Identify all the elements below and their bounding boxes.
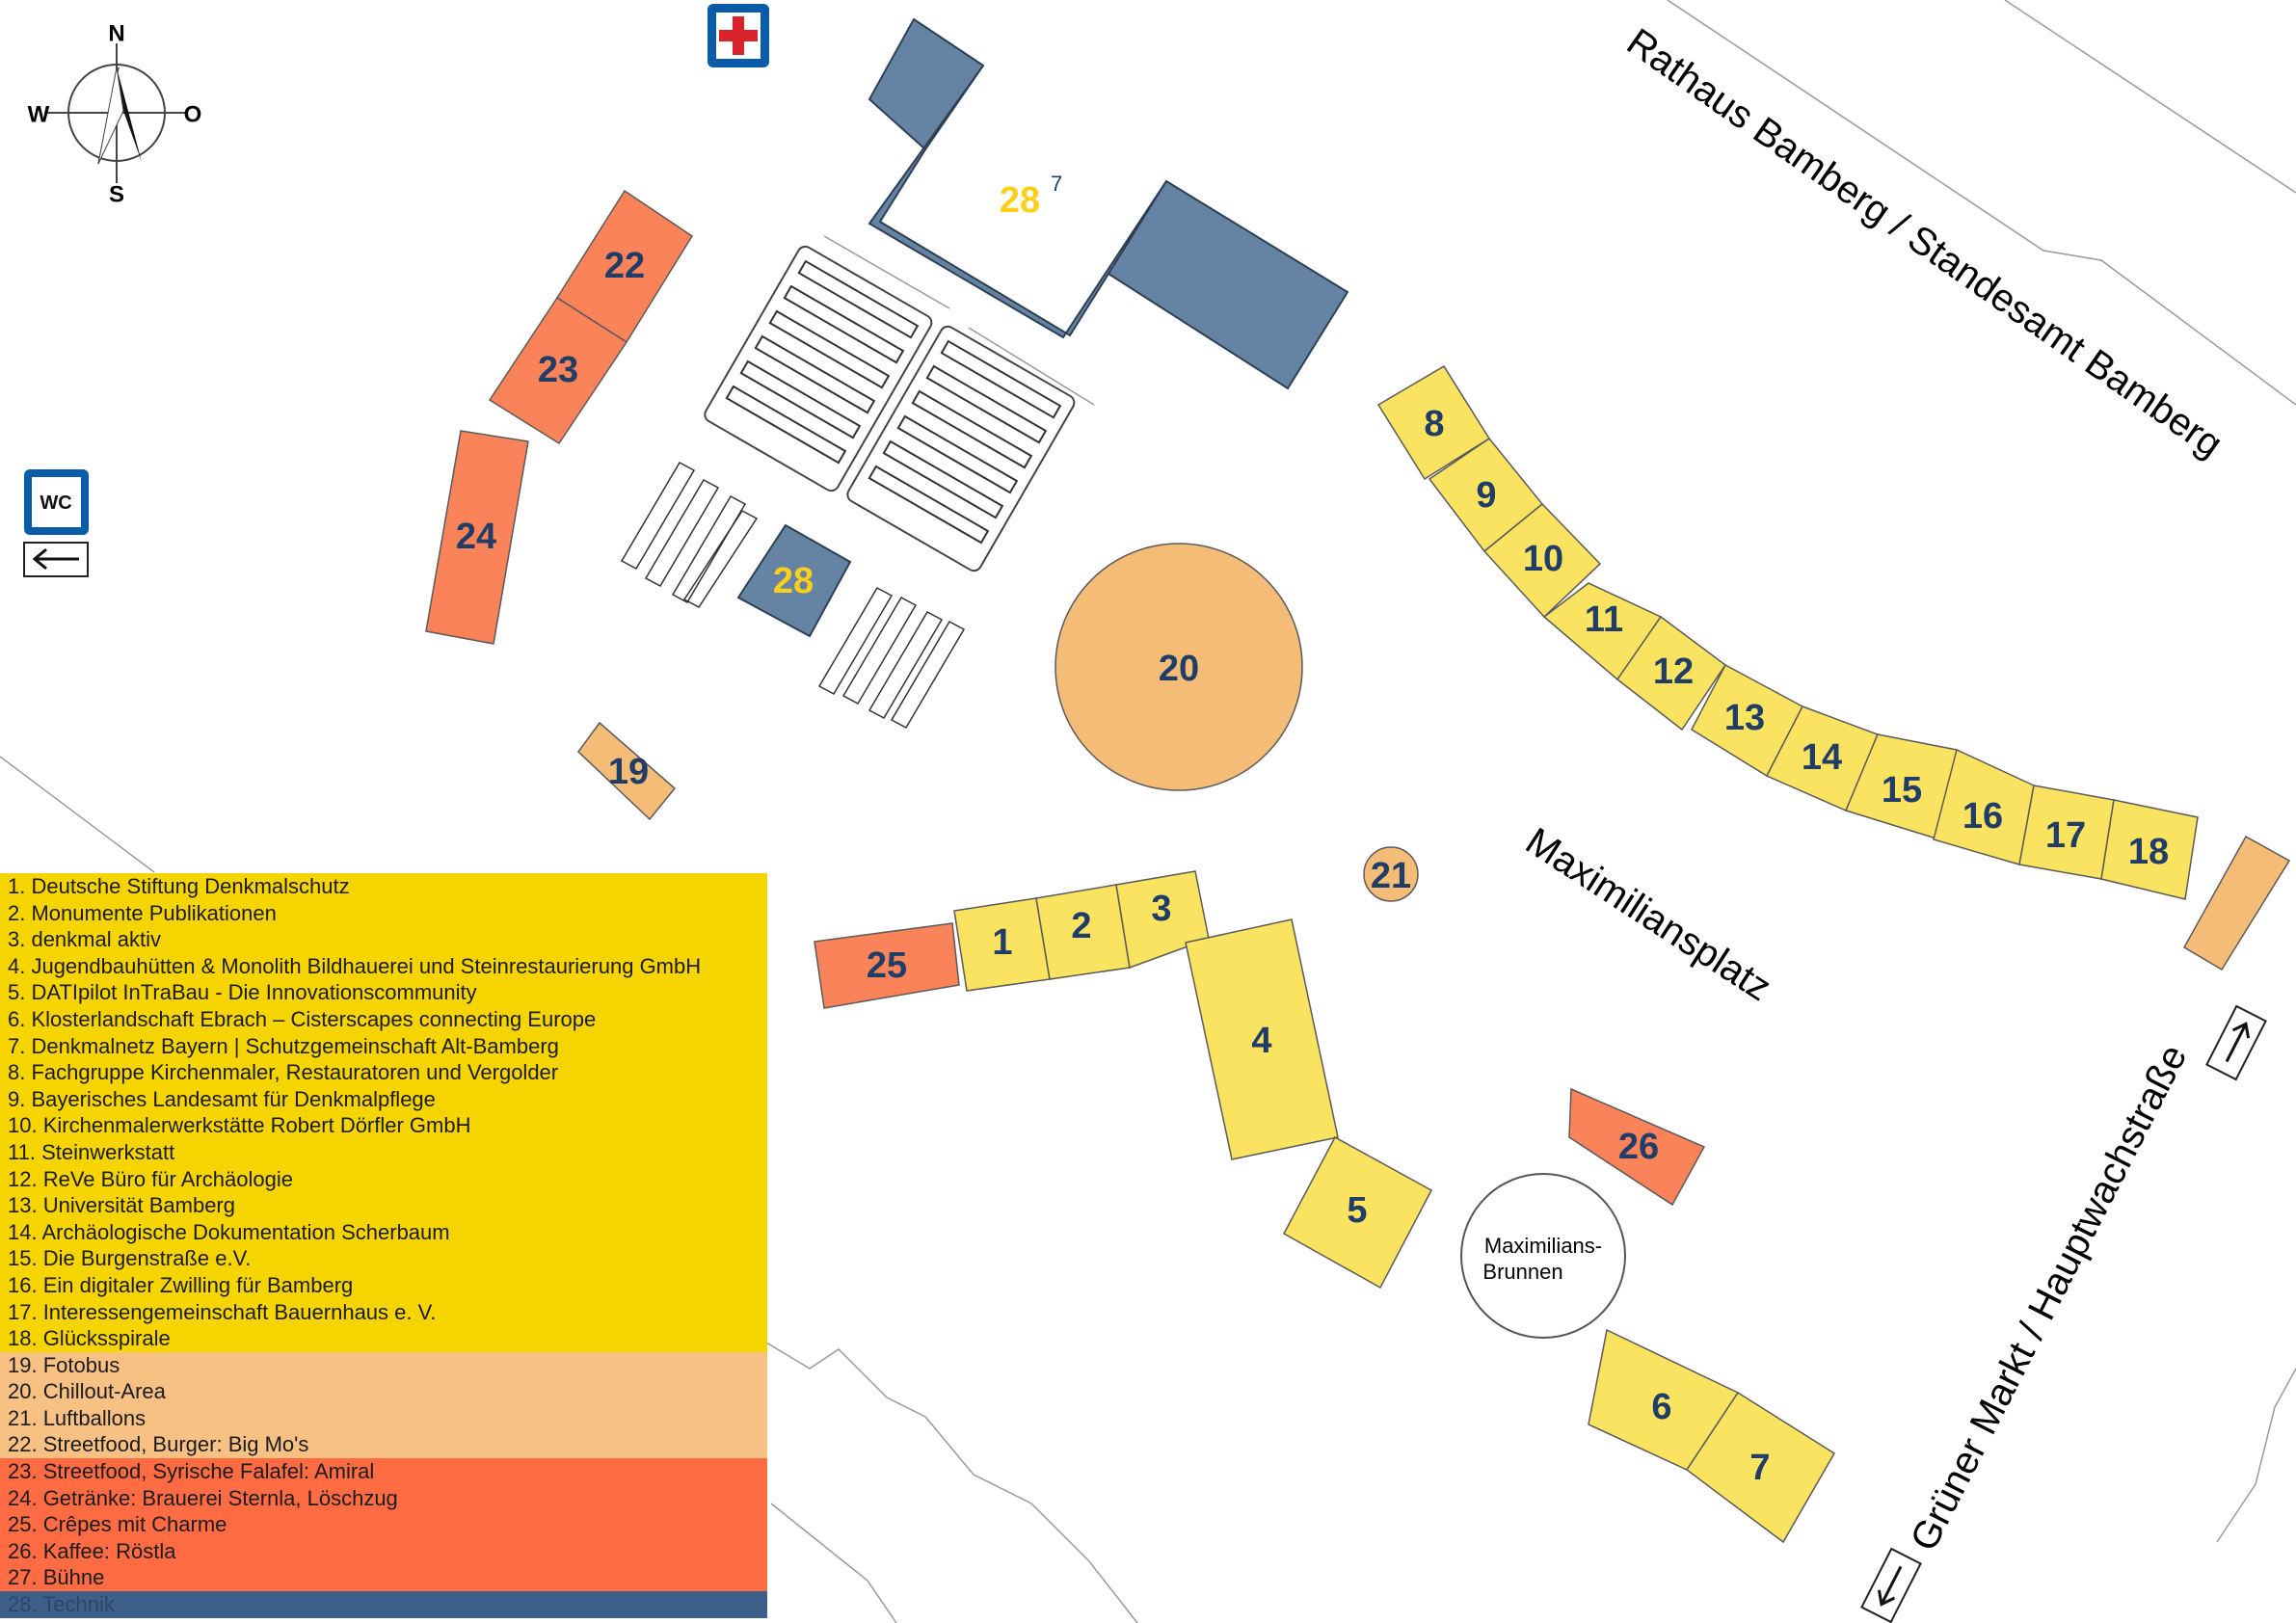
stand-label-22: 22 bbox=[604, 246, 645, 286]
legend-item: 14. Archäologische Dokumentation Scherba… bbox=[0, 1218, 767, 1246]
legend-item: 9. Bayerisches Landesamt für Denkmalpfle… bbox=[0, 1085, 767, 1113]
stand-label-3: 3 bbox=[1151, 889, 1171, 929]
arrow-left-icon bbox=[23, 542, 89, 577]
compass-east: O bbox=[184, 102, 202, 128]
legend-item: 4. Jugendbauhütten & Monolith Bildhauere… bbox=[0, 952, 767, 980]
legend-item: 25. Crêpes mit Charme bbox=[0, 1511, 767, 1538]
street-maximiliansplatz: Maximiliansplatz bbox=[1518, 820, 1778, 1010]
stand-18 bbox=[2100, 799, 2199, 900]
stand-4 bbox=[1185, 918, 1339, 1160]
arrow-up-right-icon bbox=[2205, 1004, 2267, 1081]
stand-label-11: 11 bbox=[1585, 599, 1623, 640]
stand-label-14: 14 bbox=[1802, 737, 1842, 778]
stand-12 bbox=[1615, 615, 1727, 732]
legend-item: 1. Deutsche Stiftung Denkmalschutz bbox=[0, 873, 767, 900]
stand-19 bbox=[577, 721, 677, 821]
stand-label-12: 12 bbox=[1653, 652, 1694, 692]
stand-21 bbox=[1363, 846, 1419, 902]
legend-item: 2. Monumente Publikationen bbox=[0, 899, 767, 927]
legend-item: 18. Glücksspirale bbox=[0, 1325, 767, 1352]
stand-label-21: 21 bbox=[1371, 856, 1411, 896]
stand-label-6: 6 bbox=[1651, 1387, 1671, 1427]
seating-area bbox=[620, 235, 1095, 730]
stand-label-9: 9 bbox=[1476, 475, 1496, 516]
stand-28-small bbox=[736, 523, 852, 638]
fountain-label-2: Brunnen bbox=[1482, 1260, 1562, 1284]
wc-sign-icon: WC bbox=[24, 469, 89, 535]
stand-label-1: 1 bbox=[992, 922, 1012, 963]
legend-item: 20. Chillout-Area bbox=[0, 1378, 767, 1405]
legend-item: 16. Ein digitaler Zwilling für Bamberg bbox=[0, 1271, 767, 1299]
legend-item: 26. Kaffee: Röstla bbox=[0, 1537, 767, 1565]
legend-item: 15. Die Burgenstraße e.V. bbox=[0, 1245, 767, 1272]
stand-20 bbox=[1055, 543, 1303, 791]
legend-item: 3. denkmal aktiv bbox=[0, 926, 767, 953]
stand-label-19: 19 bbox=[608, 752, 649, 792]
stand-label-13: 13 bbox=[1724, 698, 1765, 738]
legend-item: 10. Kirchenmalerwerkstätte Robert Dörfle… bbox=[0, 1112, 767, 1139]
first-aid-cross-icon bbox=[707, 4, 769, 67]
legend-item: 17. Interessengemeinschaft Bauernhaus e.… bbox=[0, 1298, 767, 1326]
stand-label-28-small: 28 bbox=[773, 561, 814, 601]
maximilians-brunnen bbox=[1460, 1173, 1626, 1339]
stand-label-15: 15 bbox=[1882, 770, 1922, 811]
legend-item: 7. Denkmalnetz Bayern | Schutzgemeinscha… bbox=[0, 1032, 767, 1060]
legend-item: 22. Streetfood, Burger: Big Mo's bbox=[0, 1431, 767, 1459]
stands bbox=[425, 17, 2291, 1544]
legend-item: 12. ReVe Büro für Archäologie bbox=[0, 1165, 767, 1193]
stand-27 bbox=[2182, 835, 2291, 971]
stand-label-8: 8 bbox=[1424, 404, 1444, 444]
stand-label-18: 18 bbox=[2128, 832, 2169, 872]
stand-23 bbox=[488, 296, 628, 445]
stand-5 bbox=[1282, 1135, 1433, 1290]
stand-label-5: 5 bbox=[1347, 1190, 1367, 1231]
compass-north: N bbox=[108, 21, 124, 47]
stand-10 bbox=[1482, 502, 1602, 619]
stand-label-4: 4 bbox=[1251, 1021, 1271, 1061]
legend-item: 24. Getränke: Brauerei Sternla, Löschzug bbox=[0, 1484, 767, 1512]
stand-label-2: 2 bbox=[1071, 906, 1091, 946]
stand-label-10: 10 bbox=[1523, 539, 1563, 579]
fountain-label-1: Maximilians- bbox=[1484, 1234, 1602, 1258]
legend-item: 28. Technik bbox=[0, 1591, 767, 1618]
stand-label-26: 26 bbox=[1618, 1127, 1659, 1167]
legend-item: 19. Fotobus bbox=[0, 1351, 767, 1379]
legend-item: 13. Universität Bamberg bbox=[0, 1192, 767, 1219]
street-rathaus: Rathaus Bamberg / Standesamt Bamberg bbox=[1619, 20, 2230, 466]
stand-label-17: 17 bbox=[2045, 815, 2086, 856]
compass-south: S bbox=[109, 182, 124, 208]
legend-item: 27. Bühne bbox=[0, 1564, 767, 1592]
legend-item: 8. Fachgruppe Kirchenmaler, Restauratore… bbox=[0, 1059, 767, 1086]
street-gruener-markt: Grüner Markt / Hauptwachstraße bbox=[1903, 1038, 2196, 1557]
legend-item: 11. Steinwerkstatt bbox=[0, 1138, 767, 1166]
stand-label-23: 23 bbox=[538, 350, 578, 390]
wc-text: WC bbox=[40, 492, 71, 514]
legend-item: 5. DATIpilot InTraBau - Die Innovationsc… bbox=[0, 979, 767, 1006]
arrow-down-left-icon bbox=[1860, 1547, 1922, 1623]
stand-label-16: 16 bbox=[1962, 796, 2003, 837]
stand-24 bbox=[425, 430, 529, 645]
stand-25 bbox=[814, 922, 960, 1009]
stand-label-28-sup: 7 bbox=[1051, 172, 1062, 196]
stand-label-28-main: 28 bbox=[1000, 180, 1040, 221]
stand-labels: 28 7 28 22 23 24 19 20 21 25 26 1 2 3 4 … bbox=[456, 172, 2169, 1488]
stand-label-25: 25 bbox=[867, 945, 907, 986]
stand-label-24: 24 bbox=[456, 517, 496, 557]
stand-26 bbox=[1568, 1087, 1706, 1207]
legend-item: 6. Klosterlandschaft Ebrach – Cisterscap… bbox=[0, 1005, 767, 1033]
compass-west: W bbox=[28, 102, 50, 128]
stand-7 bbox=[1685, 1391, 1836, 1544]
compass-rose: N S W O bbox=[28, 21, 202, 208]
legend-item: 23. Streetfood, Syrische Falafel: Amiral bbox=[0, 1458, 767, 1485]
stand-label-7: 7 bbox=[1749, 1448, 1770, 1488]
stand-label-20: 20 bbox=[1159, 649, 1199, 689]
legend-item: 21. Luftballons bbox=[0, 1404, 767, 1432]
